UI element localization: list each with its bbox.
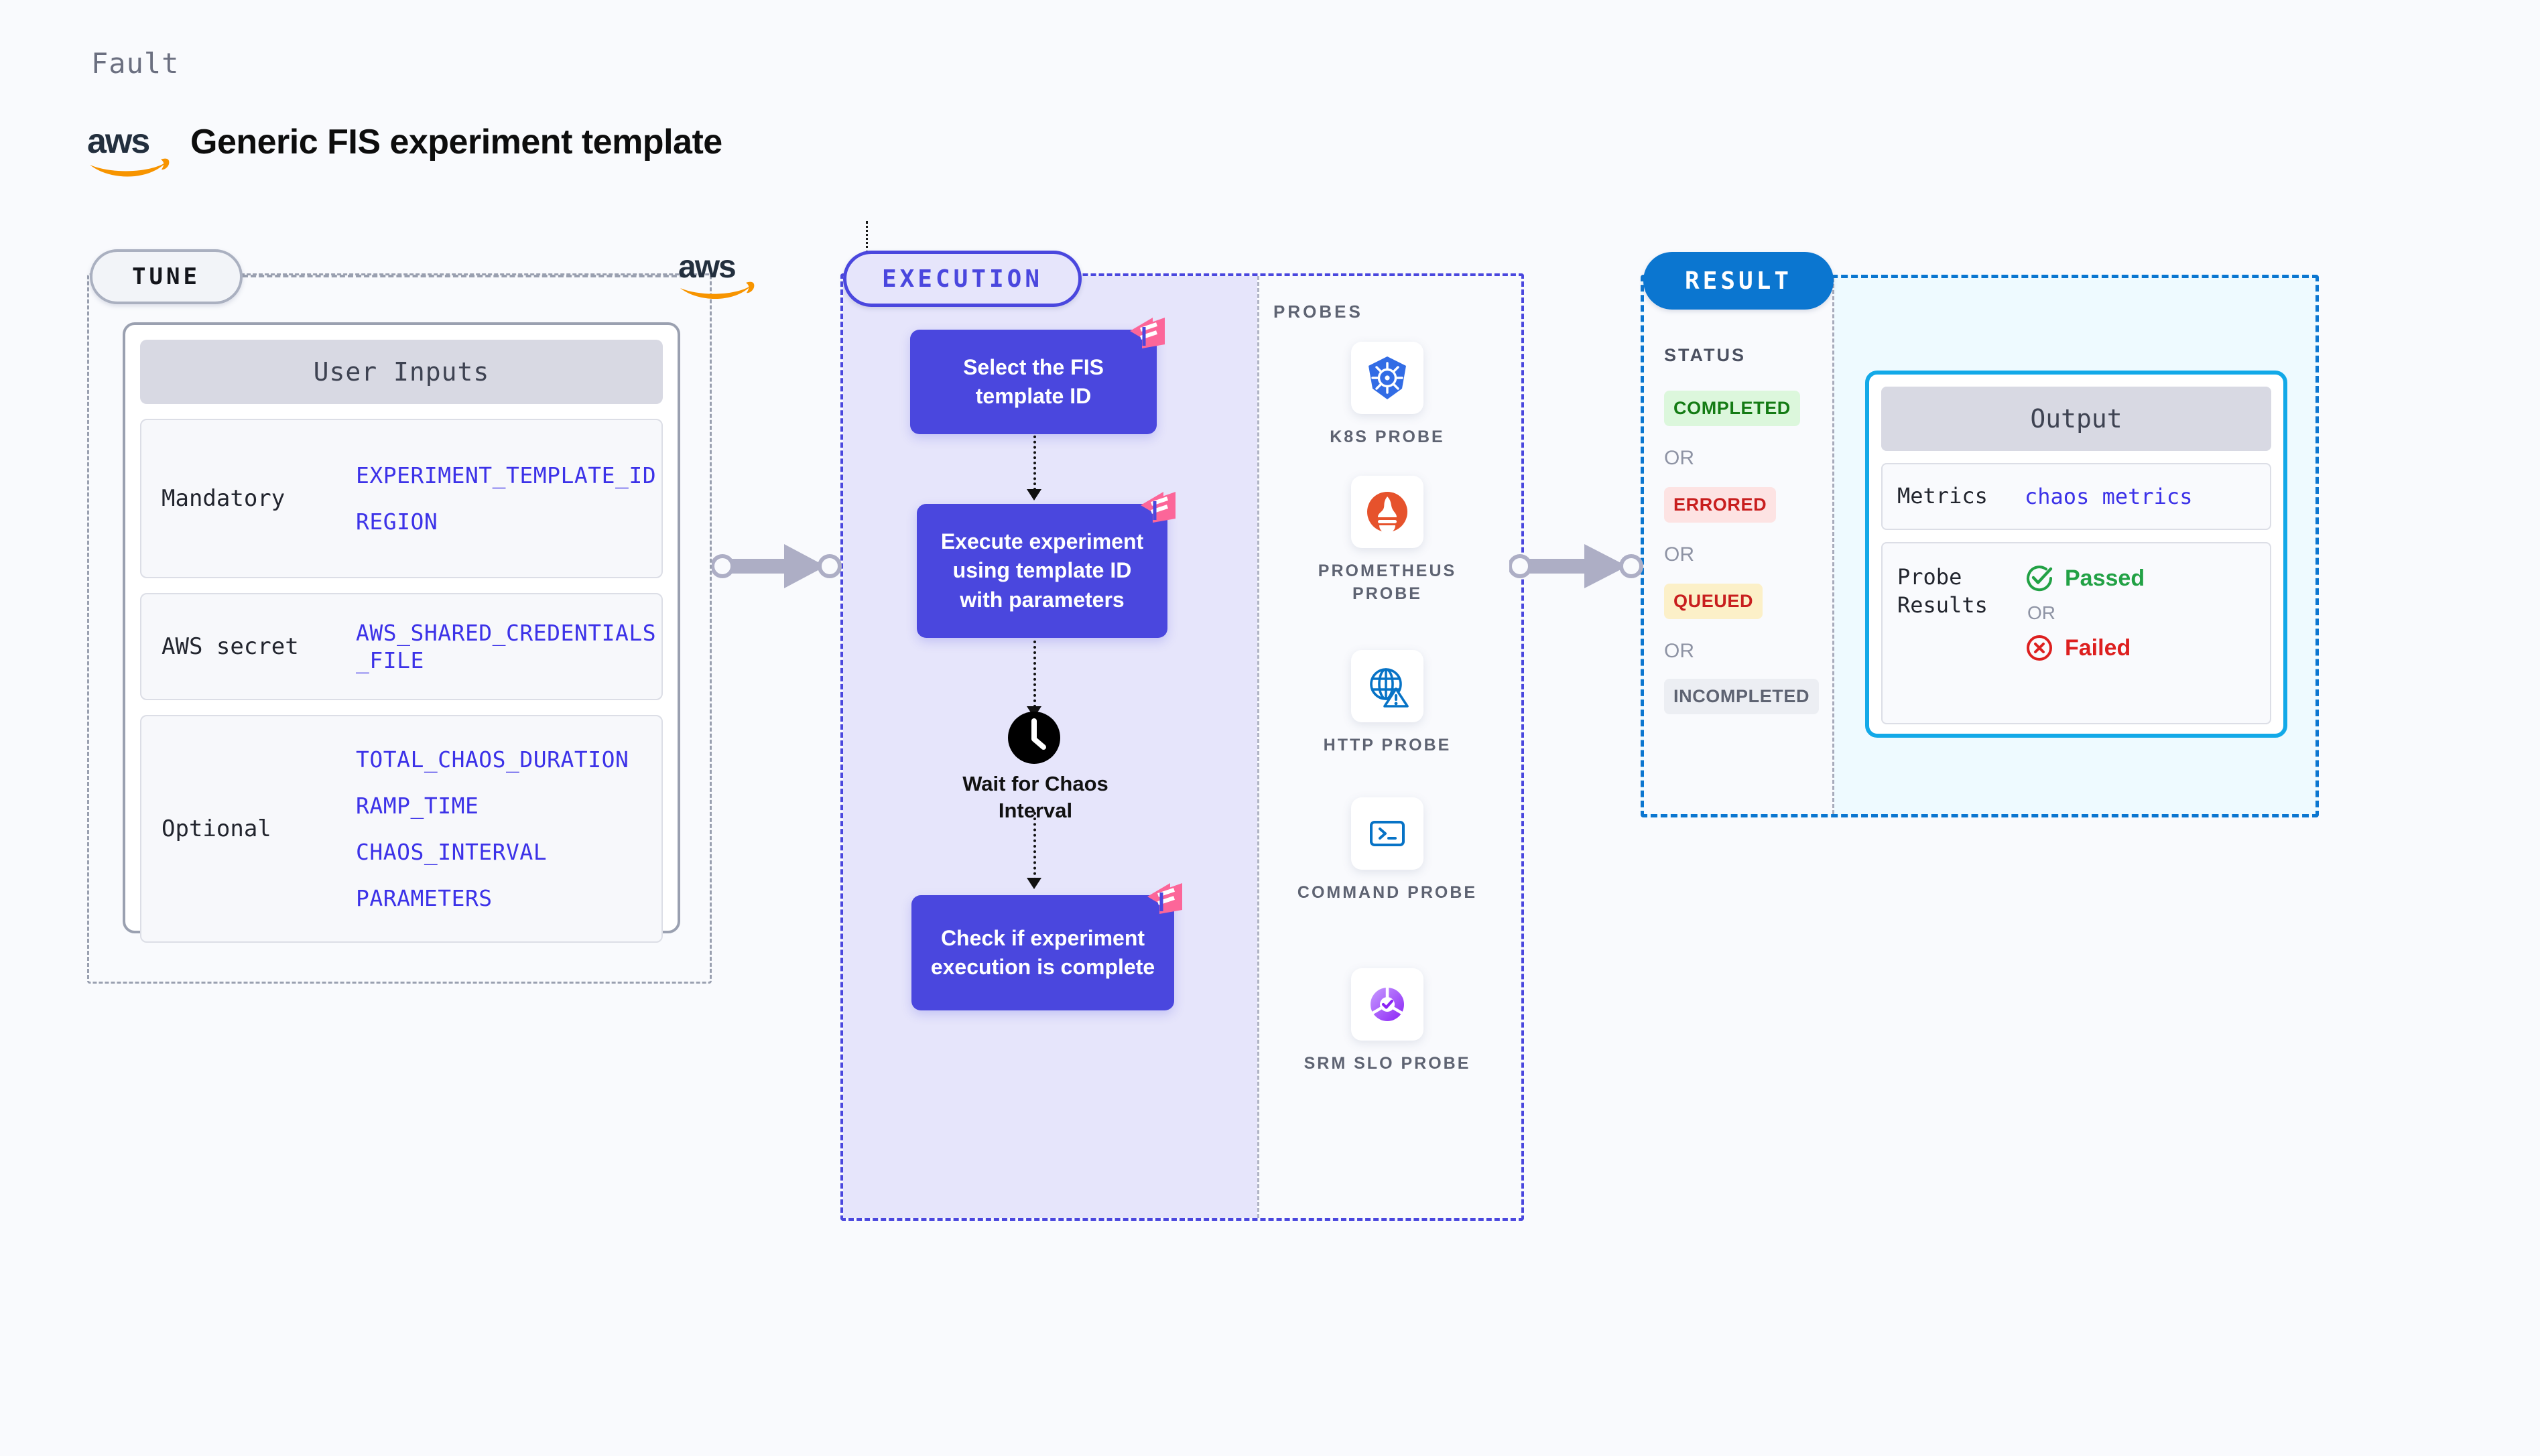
page-title: Generic FIS experiment template (190, 123, 722, 161)
output-metrics-row: Metrics chaos metrics (1881, 463, 2271, 530)
or-label: OR (1664, 447, 1694, 469)
output-card: Output Metrics chaos metrics Probe Resul… (1865, 371, 2287, 738)
status-badge-errored: ERRORED (1664, 487, 1777, 523)
clock-icon (1005, 709, 1063, 767)
terminal-icon (1351, 797, 1423, 870)
probe-item-k8s[interactable]: K8S PROBE (1293, 342, 1481, 449)
probe-label: SRM SLO PROBE (1304, 1054, 1471, 1073)
execution-step-label: Select the FIS template ID (963, 354, 1104, 408)
aws-logo-icon: aws (677, 247, 757, 303)
execution-probes-divider (1257, 276, 1259, 1218)
input-var: EXPERIMENT_TEMPLATE_ID (356, 462, 657, 488)
output-probe-results-row: Probe Results Passed OR (1881, 542, 2271, 724)
input-var: RAMP_TIME (356, 792, 479, 819)
flow-arrowhead (1027, 489, 1041, 501)
probes-title: PROBES (1273, 302, 1363, 322)
or-label: OR (1664, 640, 1694, 662)
status-badge-queued: QUEUED (1664, 584, 1763, 619)
status-badge-completed: COMPLETED (1664, 391, 1800, 426)
flow-connector (1033, 436, 1036, 490)
tune-to-aws-connector (243, 275, 685, 277)
result-panel: STATUS COMPLETED OR ERRORED OR QUEUED OR… (1641, 275, 2319, 817)
input-group-label: AWS secret (162, 633, 299, 660)
x-circle-icon (2025, 633, 2054, 663)
eyebrow-label: Fault (91, 47, 180, 80)
user-inputs-title: User Inputs (140, 340, 663, 404)
execution-badge[interactable]: EXECUTION (843, 251, 1082, 307)
metrics-value: chaos metrics (2025, 484, 2193, 509)
tune-badge[interactable]: TUNE (90, 249, 243, 304)
execution-step-2[interactable]: Execute experiment using template ID wit… (917, 492, 1176, 638)
output-title: Output (1881, 387, 2271, 451)
status-badge-incompleted: INCOMPLETED (1664, 679, 1820, 714)
probe-item-srm-slo[interactable]: SRM SLO PROBE (1293, 968, 1481, 1075)
flow-arrowhead (1027, 878, 1041, 889)
user-inputs-card: User Inputs Mandatory EXPERIMENT_TEMPLAT… (123, 322, 680, 943)
input-var: REGION (356, 509, 438, 535)
page-header: Fault aws Generic FIS experiment templat… (86, 40, 1024, 177)
harness-logo-icon (1126, 315, 1169, 355)
or-label: OR (1664, 543, 1694, 566)
input-group-label: Mandatory (162, 485, 285, 512)
execution-step-3[interactable]: Check if experiment execution is complet… (911, 883, 1182, 1010)
probe-label: K8S PROBE (1330, 427, 1445, 446)
svg-text:aws: aws (678, 249, 735, 285)
probe-item-http[interactable]: HTTP PROBE (1293, 650, 1481, 757)
flow-connector (1033, 641, 1036, 708)
arrow-tune-to-execution (712, 536, 846, 596)
probe-result-passed: Passed (2025, 564, 2145, 593)
aws-logo-icon: aws (86, 121, 173, 181)
input-group-label: Optional (162, 815, 271, 842)
probe-result-failed: Failed (2025, 633, 2145, 663)
input-var: TOTAL_CHAOS_DURATION (356, 746, 629, 773)
input-group-mandatory: Mandatory EXPERIMENT_TEMPLATE_ID REGION (140, 419, 663, 578)
flow-connector (1033, 812, 1036, 880)
status-title: STATUS (1664, 345, 1746, 365)
probe-item-command[interactable]: COMMAND PROBE (1293, 797, 1481, 905)
input-group-optional: Optional TOTAL_CHAOS_DURATION RAMP_TIME … (140, 715, 663, 943)
harness-logo-icon (1137, 489, 1180, 529)
wait-for-chaos-label: Wait for Chaos Interval (962, 772, 1108, 823)
srm-slo-donut-check-icon (1351, 968, 1423, 1041)
execution-badge-tick (866, 221, 868, 253)
failed-label: Failed (2065, 635, 2131, 661)
kubernetes-icon (1351, 342, 1423, 414)
tune-panel: User Inputs Mandatory EXPERIMENT_TEMPLAT… (87, 273, 712, 984)
input-var: CHAOS_INTERVAL (356, 839, 548, 865)
execution-step-label: Check if experiment execution is complet… (930, 925, 1155, 979)
input-group-aws-secret: AWS secret AWS_SHARED_CREDENTIALS _FILE (140, 593, 663, 700)
or-label: OR (2027, 602, 2055, 623)
http-globe-warning-icon (1351, 650, 1423, 722)
passed-label: Passed (2065, 565, 2145, 591)
probe-item-prometheus[interactable]: PROMETHEUS PROBE (1293, 476, 1481, 606)
execution-step-1[interactable]: Select the FIS template ID (910, 318, 1165, 434)
probe-label: COMMAND PROBE (1297, 883, 1478, 902)
svg-text:aws: aws (87, 122, 149, 161)
probe-results-label: Probe Results (1897, 564, 1988, 618)
harness-logo-icon (1143, 880, 1186, 921)
probe-label: HTTP PROBE (1323, 736, 1452, 754)
result-status-column: STATUS COMPLETED OR ERRORED OR QUEUED OR… (1644, 278, 1834, 814)
probe-label: PROMETHEUS PROBE (1318, 561, 1457, 603)
metrics-label: Metrics (1897, 483, 1988, 509)
execution-step-label: Execute experiment using template ID wit… (940, 529, 1144, 612)
input-var: AWS_SHARED_CREDENTIALS _FILE (356, 619, 657, 673)
result-badge[interactable]: RESULT (1643, 252, 1834, 310)
check-circle-icon (2025, 564, 2054, 593)
arrow-execution-to-result (1509, 536, 1650, 596)
input-var: PARAMETERS (356, 885, 493, 912)
prometheus-icon (1351, 476, 1423, 548)
